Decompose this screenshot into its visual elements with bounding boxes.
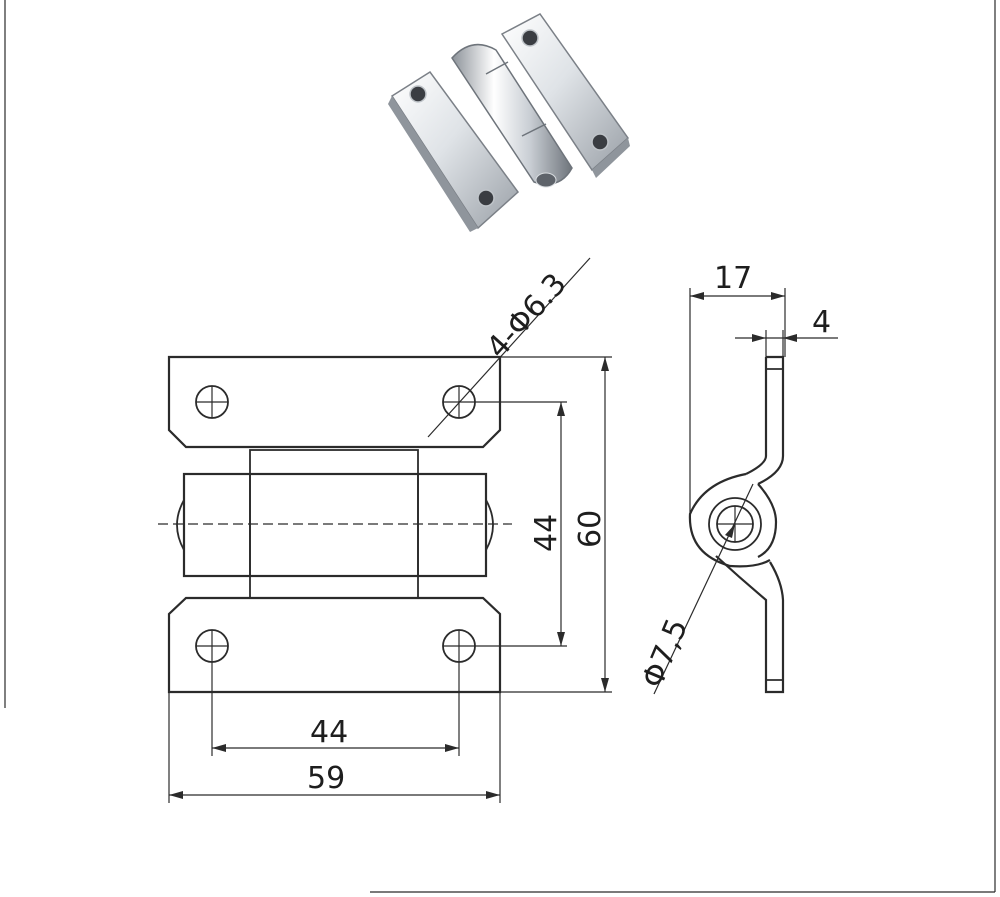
dimension-front-height-label: 60 bbox=[573, 510, 608, 548]
photo-hole-4 bbox=[591, 133, 609, 151]
dimension-side-thickness: 4 bbox=[735, 305, 838, 357]
dimension-front-width-label: 59 bbox=[307, 761, 345, 796]
front-hole-bottom-right bbox=[442, 629, 476, 663]
side-pin-outer bbox=[708, 497, 762, 551]
front-pin-left-end bbox=[176, 499, 185, 551]
dimension-hole-spacing-horizontal-label: 44 bbox=[310, 715, 348, 750]
hole-callout-label: 4-Φ6.3 bbox=[480, 267, 574, 366]
dimension-hole-spacing-vertical-label: 44 bbox=[529, 514, 564, 552]
front-view bbox=[158, 355, 512, 694]
photo-hole-1 bbox=[409, 85, 427, 103]
dimension-pin-diameter-label: Φ7,5 bbox=[635, 614, 695, 693]
dimension-side-thickness-label: 4 bbox=[812, 305, 831, 340]
dimension-hole-spacing-horizontal: 44 bbox=[211, 662, 460, 756]
front-pin-right-end bbox=[485, 499, 494, 551]
dimension-hole-spacing-vertical: 44 bbox=[475, 401, 567, 647]
dimension-front-height: 60 bbox=[500, 356, 612, 693]
hole-callout: 4-Φ6.3 bbox=[427, 257, 591, 438]
photo-hole-2 bbox=[477, 189, 495, 207]
side-view bbox=[688, 355, 785, 694]
front-barrel bbox=[182, 472, 488, 578]
front-bottom-leaf bbox=[167, 596, 502, 694]
front-hole-bottom-left bbox=[195, 629, 229, 663]
photo-hole-3 bbox=[521, 29, 539, 47]
dimension-side-width: 17 bbox=[689, 261, 786, 514]
dimension-front-width: 59 bbox=[168, 692, 501, 803]
dimension-side-width-label: 17 bbox=[714, 261, 752, 296]
hinge-product-photo bbox=[388, 13, 630, 232]
front-hole-top-left bbox=[195, 385, 229, 419]
